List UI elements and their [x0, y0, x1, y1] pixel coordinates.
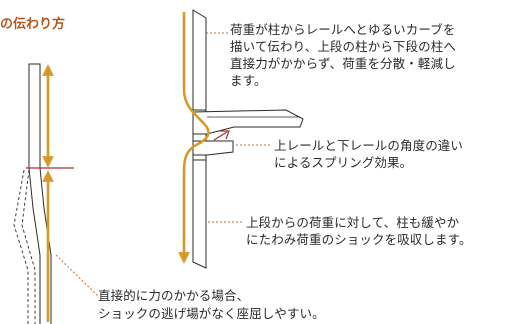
curve-line-4: ます。 — [230, 73, 267, 88]
spring-explanation: 上レールと下レールの角度の違い によるスプリング効果。 — [274, 137, 463, 171]
absorb-line-2: にたわみ荷重のショックを吸収します。 — [246, 232, 472, 247]
curve-line-3: 直接力がかからず、荷重を分散・軽減し — [230, 56, 456, 71]
curve-line-2: 描いて伝わり、上段の柱から下段の柱へ — [230, 39, 456, 54]
direct-force-explanation: 直接的に力のかかる場合、 ショックの逃げ場がなく座屈しやすい。 — [98, 287, 325, 323]
direct-line-2: ショックの逃げ場がなく座屈しやすい。 — [98, 306, 325, 321]
absorb-explanation: 上段からの荷重に対して、柱も緩やか にたわみ荷重のショックを吸収します。 — [246, 214, 472, 248]
spring-line-1: 上レールと下レールの角度の違い — [274, 138, 464, 153]
load-curve-arrow — [178, 12, 210, 264]
right-upper-post — [192, 9, 207, 111]
left-post-group — [13, 63, 99, 324]
left-buckled-outline — [13, 169, 36, 324]
curve-line-1: 荷重が柱からレールへとゆるいカーブを — [230, 22, 456, 37]
direct-line-1: 直接的に力のかかる場合、 — [98, 288, 250, 303]
left-upper-post — [28, 63, 41, 169]
upper-rail — [192, 109, 304, 135]
direct-leader-line — [55, 254, 99, 297]
right-lower-post — [192, 159, 207, 269]
curve-explanation: 荷重が柱からレールへとゆるいカーブを 描いて伝わり、上段の柱から下段の柱へ 直接… — [230, 21, 456, 89]
diagram-title: の伝わり方 — [0, 17, 66, 32]
spring-arrows — [213, 130, 230, 141]
lower-rail — [192, 140, 234, 156]
spring-line-2: によるスプリング効果。 — [274, 155, 413, 170]
absorb-line-1: 上段からの荷重に対して、柱も緩やか — [246, 215, 460, 230]
right-post-group — [178, 9, 304, 269]
